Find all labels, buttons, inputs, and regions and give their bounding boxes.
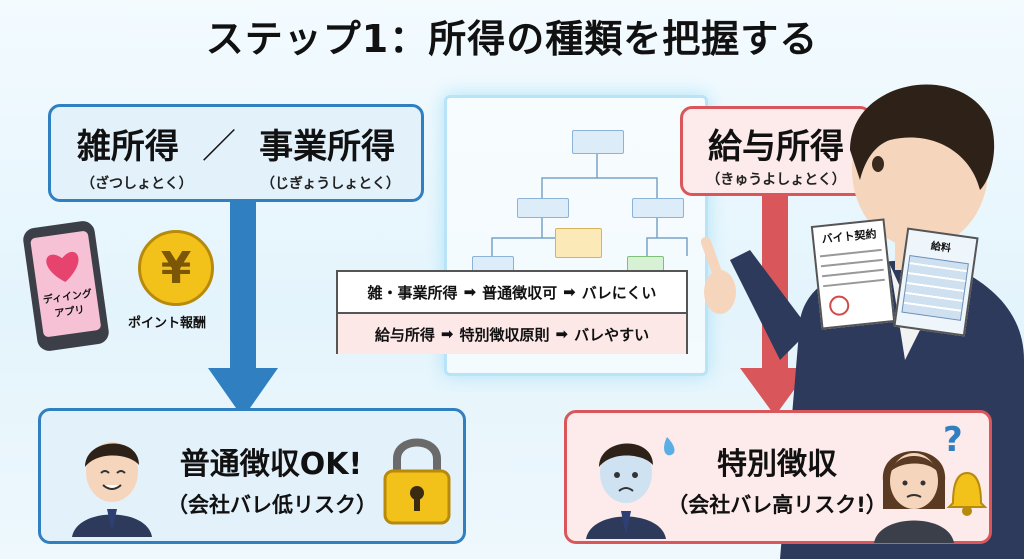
- special-collection-label: 特別徴収: [717, 447, 837, 482]
- arrow-icon: ➡: [563, 283, 576, 301]
- flow-node: [517, 198, 569, 218]
- seal-icon: [828, 294, 851, 317]
- row1-method: 普通徴収可: [482, 283, 558, 302]
- smiling-man-icon: [72, 442, 152, 537]
- special-collection-box: 特別徴収 （会社バレ高リスク!） ?: [564, 410, 992, 544]
- row2-category: 給与所得: [374, 325, 435, 344]
- yen-symbol: ¥: [160, 242, 192, 294]
- row2-result: バレやすい: [574, 325, 650, 344]
- flow-node: [572, 130, 624, 154]
- question-icon: ?: [943, 420, 963, 459]
- normal-collection-sub-label: （会社バレ低リスク）: [167, 493, 377, 517]
- normal-collection-ok-label: 普通徴収OK!: [179, 447, 363, 482]
- point-reward-label: ポイント報酬: [128, 316, 207, 331]
- worried-woman-icon: [874, 451, 954, 543]
- business-income-reading: （じぎょうしょとく）: [261, 176, 400, 192]
- salary-income-box: 給与所得 （きゅうよしょとく）: [680, 106, 872, 196]
- normal-collection-box: 普通徴収OK! （会社バレ低リスク）: [38, 408, 466, 544]
- payslip-document: 給料: [893, 227, 979, 337]
- lock-icon: [383, 438, 451, 525]
- phone-screen: ディイング アプリ: [30, 230, 102, 338]
- payslip-title: 給料: [930, 240, 952, 255]
- row1-category: 雑・事業所得: [367, 283, 458, 302]
- row2-method: 特別徴収原則: [459, 325, 550, 344]
- business-income-label: 事業所得: [259, 127, 396, 167]
- separator: ／: [202, 127, 236, 167]
- part-time-contract-document: バイト契約: [810, 218, 896, 330]
- svg-text:?: ?: [943, 420, 963, 459]
- misc-business-income-box: 雑所得 ／ 事業所得 （ざつしょとく） （じぎょうしょとく）: [48, 104, 424, 202]
- income-comparison-table: 雑・事業所得 ➡ 普通徴収可 ➡ バレにくい 給与所得 ➡ 特別徴収原則 ➡ バ…: [336, 270, 688, 354]
- yen-coin-icon: ¥: [138, 230, 214, 306]
- row1-result: バレにくい: [581, 283, 657, 302]
- worried-man-icon: [586, 437, 675, 539]
- flow-node: [632, 198, 684, 218]
- flowchart-lines: [491, 153, 688, 256]
- flow-node: [555, 228, 602, 258]
- misc-income-reading: （ざつしょとく）: [81, 176, 193, 192]
- smartphone-icon: ディイング アプリ: [21, 219, 111, 353]
- contract-title: バイト契約: [821, 227, 878, 247]
- table-row: 給与所得 ➡ 特別徴収原則 ➡ バレやすい: [338, 314, 686, 354]
- page-title: ステップ1：所得の種類を把握する: [205, 17, 819, 61]
- arrow-icon: ➡: [555, 325, 569, 343]
- sweat-icon: [664, 437, 675, 456]
- special-collection-sub-label: （会社バレ高リスク!）: [667, 493, 887, 517]
- arrow-icon: ➡: [440, 325, 454, 343]
- salary-income-reading: （きゅうよしょとく）: [706, 172, 846, 188]
- table-row: 雑・事業所得 ➡ 普通徴収可 ➡ バレにくい: [338, 272, 686, 314]
- arrow-icon: ➡: [463, 283, 477, 301]
- salary-income-label: 給与所得: [708, 127, 844, 167]
- bell-icon: [946, 471, 988, 516]
- misc-income-label: 雑所得: [76, 127, 179, 167]
- heart-icon: [46, 252, 79, 283]
- blue-down-arrow: [208, 200, 278, 418]
